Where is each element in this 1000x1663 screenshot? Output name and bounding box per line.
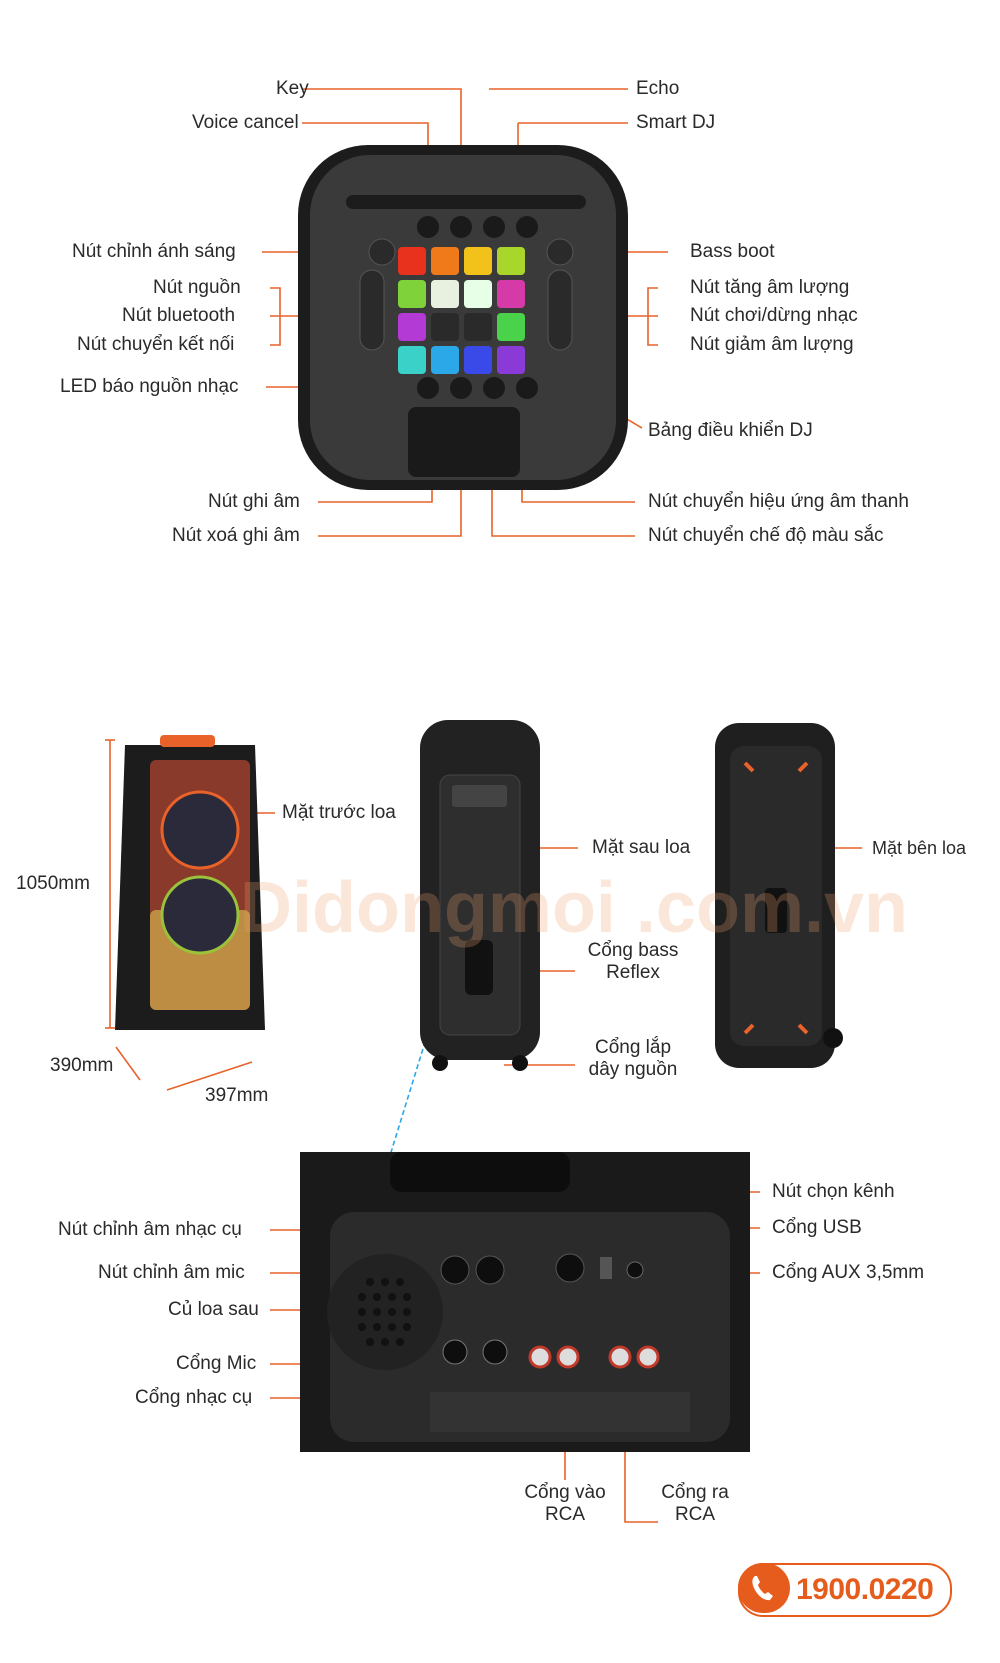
dj-pad (431, 346, 459, 374)
dj-pad (464, 313, 492, 341)
label-delete-record-button: Nút xoá ghi âm (172, 525, 300, 546)
label-led-source: LED báo nguồn nhạc (60, 376, 239, 397)
dj-pad (497, 346, 525, 374)
control-panel-illustration (298, 145, 628, 490)
dj-pad (497, 280, 525, 308)
dj-pad (398, 313, 426, 341)
label-color-mode-button: Nút chuyển chế độ màu sắc (648, 525, 884, 546)
dj-pad (431, 247, 459, 275)
label-width: 397mm (205, 1085, 269, 1106)
dj-pad (398, 280, 426, 308)
speaker-back-view (420, 720, 540, 1071)
rear-panel-closeup (300, 1152, 750, 1452)
label-depth: 390mm (50, 1055, 114, 1076)
label-front: Mặt trước loa (282, 802, 396, 823)
phone-icon (738, 1563, 790, 1613)
watermark: Didongmoi .com.vn (240, 868, 909, 948)
label-light-button: Nút chỉnh ánh sáng (72, 241, 236, 262)
label-record-button: Nút ghi âm (208, 491, 300, 512)
label-channel-button: Nút chọn kênh (772, 1181, 895, 1202)
dj-pad (497, 313, 525, 341)
label-play-pause: Nút chơi/dừng nhạc (690, 305, 858, 326)
hotline-badge[interactable]: 1900.0220 (738, 1563, 952, 1617)
label-smart-dj: Smart DJ (636, 112, 716, 133)
dj-pad (398, 346, 426, 374)
label-connection-button: Nút chuyển kết nối (77, 334, 235, 355)
dj-pad (464, 280, 492, 308)
label-height: 1050mm (16, 873, 90, 894)
dj-pad (398, 247, 426, 275)
label-bluetooth-button: Nút bluetooth (122, 305, 236, 326)
label-echo: Echo (636, 78, 680, 99)
label-bass-reflex: Cổng bass Reflex (587, 940, 679, 983)
dj-pad (431, 313, 459, 341)
label-voice-cancel: Voice cancel (192, 112, 299, 133)
label-bass-boot: Bass boot (690, 241, 775, 262)
label-key: Key (276, 78, 309, 99)
label-power-button: Nút nguồn (153, 277, 241, 298)
dj-pad-grid (398, 247, 525, 374)
dj-pad (464, 247, 492, 275)
label-mic-port: Cổng Mic (176, 1353, 257, 1374)
dj-pad (431, 280, 459, 308)
label-volume-up: Nút tăng âm lượng (690, 277, 850, 298)
label-volume-down: Nút giảm âm lượng (690, 334, 854, 355)
label-instrument-knob: Nút chỉnh âm nhạc cụ (58, 1219, 242, 1240)
label-side: Mặt bên loa (872, 838, 967, 858)
dj-pad (497, 247, 525, 275)
label-dj-panel: Bảng điều khiển DJ (648, 420, 813, 441)
label-power-port: Cổng lắp dây nguồn (588, 1037, 678, 1080)
label-instrument-port: Cổng nhạc cụ (135, 1387, 253, 1408)
hotline-number: 1900.0220 (796, 1573, 934, 1606)
label-back: Mặt sau loa (592, 837, 691, 858)
label-usb-port: Cổng USB (772, 1217, 862, 1238)
label-rear-driver: Củ loa sau (168, 1299, 259, 1320)
speaker-side-view (715, 723, 843, 1068)
label-mic-knob: Nút chỉnh âm mic (98, 1262, 245, 1283)
speaker-front-view (115, 735, 265, 1030)
dj-pad (464, 346, 492, 374)
label-rca-in: Cổng vào RCA (524, 1482, 606, 1525)
label-aux-port: Cổng AUX 3,5mm (772, 1262, 925, 1283)
label-rca-out: Cổng ra RCA (661, 1482, 729, 1525)
label-sound-effect-button: Nút chuyển hiệu ứng âm thanh (648, 491, 909, 512)
